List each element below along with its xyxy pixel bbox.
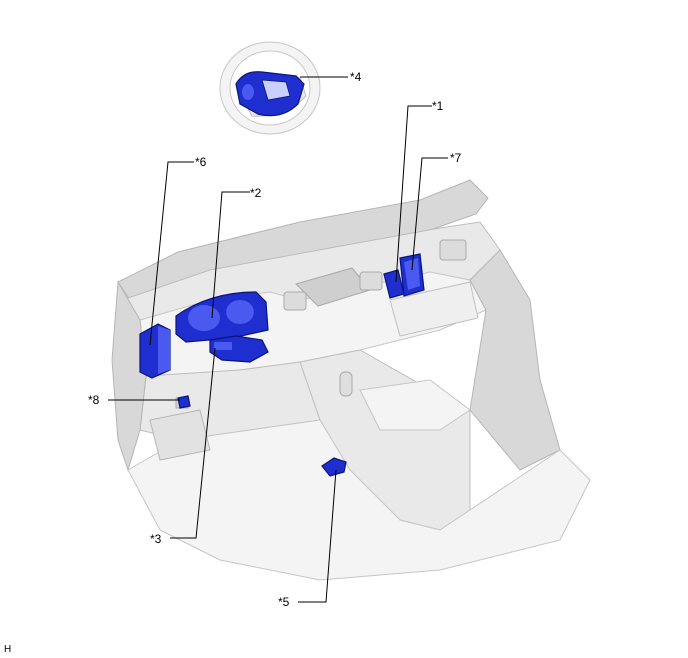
callout-5: *5 [278, 595, 290, 609]
right-module-part [399, 253, 425, 297]
left-side-module-part [139, 323, 171, 379]
callout-1: *1 [432, 99, 444, 113]
combination-meter-part [175, 291, 269, 343]
callout-2: *2 [250, 186, 262, 200]
steering-column-switch-part [209, 335, 269, 363]
lower-left-small-part [177, 395, 191, 409]
callout-4: *4 [350, 70, 362, 84]
callout-3: *3 [150, 532, 162, 546]
leader-lines [108, 76, 448, 603]
vehicle-interior [111, 179, 591, 581]
steering-pad-switch-part [235, 71, 305, 117]
figure-code: H [4, 644, 11, 655]
callout-8: *8 [88, 393, 100, 407]
floor-sensor-part [321, 457, 347, 477]
callout-6: *6 [195, 155, 207, 169]
callout-7: *7 [450, 151, 462, 165]
